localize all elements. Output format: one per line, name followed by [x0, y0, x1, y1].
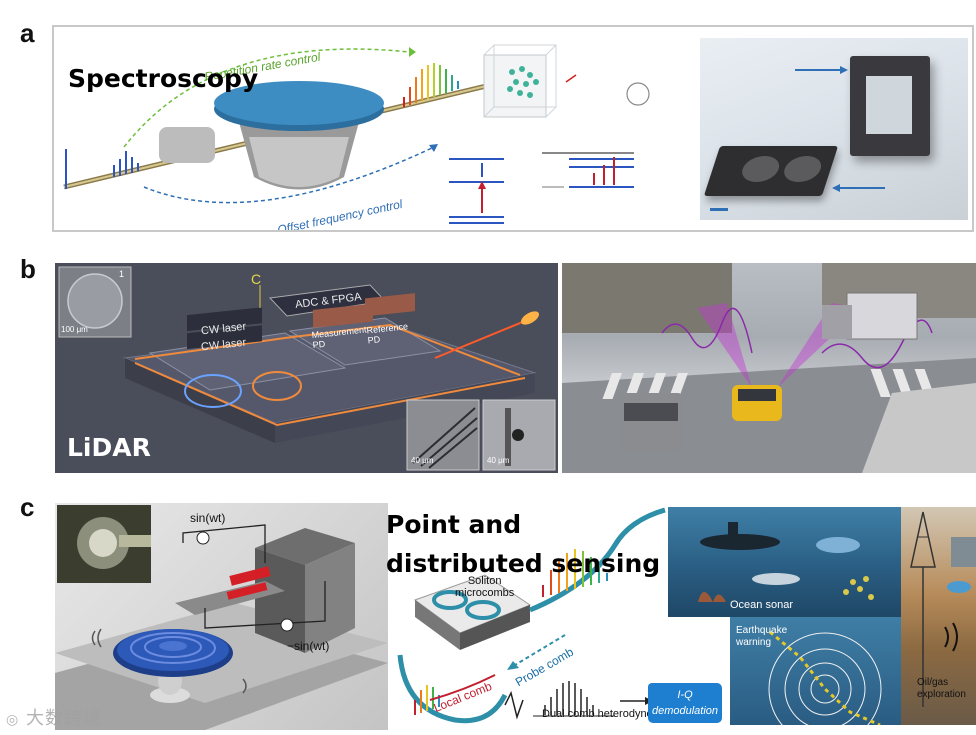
point-distributed-label-line1: Point and — [386, 510, 522, 539]
earthquake-line1: Earthquake — [736, 625, 788, 636]
iq-demodulation-box: I-Q demodulation — [648, 683, 722, 723]
panel-letter-b: b — [20, 254, 36, 284]
inset-number-1: 1 — [119, 269, 125, 279]
ocean-sonar-scene: Ocean sonar — [668, 507, 901, 617]
microcombs-line1: Soliton — [467, 575, 502, 587]
vapor-cell-cube — [483, 44, 557, 118]
inset-scale-b: 40 μm — [487, 456, 510, 465]
panel-letter-a: a — [20, 18, 35, 48]
watermark-icon: ◎ — [6, 712, 20, 728]
chip-photo — [700, 38, 968, 220]
lidar-chip-illustration: C ADC & FPGA CW laser CW laser Measureme… — [55, 263, 558, 473]
earthquake-label: Earthquake warning — [736, 625, 787, 649]
dual-comb-label: Dual comb heterodyne — [542, 708, 653, 720]
repetition-arrow — [123, 48, 410, 148]
neg-sin-wt-label: −sin(wt) — [287, 639, 330, 653]
inset-scale-label: 100 μm — [61, 325, 88, 334]
grey-van — [620, 393, 682, 451]
modulator-block — [159, 127, 215, 163]
dual-comb-sensing-diagram — [397, 507, 670, 724]
microresonator-disk — [214, 81, 384, 190]
resonator-photo-inset — [57, 505, 151, 583]
street-scene-photo — [562, 263, 976, 473]
offset-arrow — [143, 146, 435, 204]
microcombs-line2: microcombs — [455, 587, 515, 599]
lidar-beam-left — [697, 303, 752, 388]
submarine — [700, 534, 780, 550]
earthquake-scene: Earthquake warning — [730, 617, 901, 725]
spectroscopy-label: Spectroscopy — [68, 64, 259, 93]
wineglass-resonator — [113, 629, 233, 677]
lidar-label: LiDAR — [67, 433, 151, 462]
iq-line2: demodulation — [651, 705, 719, 717]
oil-line1: Oil/gas — [917, 677, 949, 688]
atom-circle-icon — [626, 82, 650, 106]
panel-a-diagram: Repetition rate control Offset frequency… — [63, 44, 650, 230]
shark — [752, 573, 800, 585]
probe-arrow-red — [565, 74, 577, 83]
offset-frequency-label: Offset frequency control — [276, 197, 404, 230]
panel-letter-c: c — [20, 492, 35, 522]
gyroscope-illustration: sin(wt) −sin(wt) — [55, 503, 388, 730]
oil-line2: exploration — [917, 689, 966, 700]
watermark-text: 大数跨境 — [25, 708, 102, 729]
point-distributed-label-line2: distributed sensing — [386, 549, 661, 578]
input-comb-spectrum — [65, 149, 139, 189]
watermark-logo: ◎ 大数跨境 — [6, 704, 102, 730]
vapor-cell-frame — [850, 56, 930, 156]
microcombs-label: Soliton microcombs — [455, 575, 514, 599]
output-comb-spectrum — [403, 63, 459, 107]
inset-scale-a: 40 μm — [411, 456, 434, 465]
oil-gas-label: Oil/gas exploration — [917, 677, 966, 701]
energy-level-diagram-left — [449, 158, 504, 224]
iq-line1: I-Q — [677, 689, 693, 701]
oil-gas-scene: Oil/gas exploration — [901, 507, 976, 725]
earthquake-line2: warning — [736, 637, 772, 648]
sin-wt-label: sin(wt) — [190, 511, 226, 525]
ocean-sonar-label: Ocean sonar — [730, 599, 793, 611]
energy-level-diagram-right — [542, 152, 634, 188]
chip-marker-c: C — [251, 271, 262, 287]
